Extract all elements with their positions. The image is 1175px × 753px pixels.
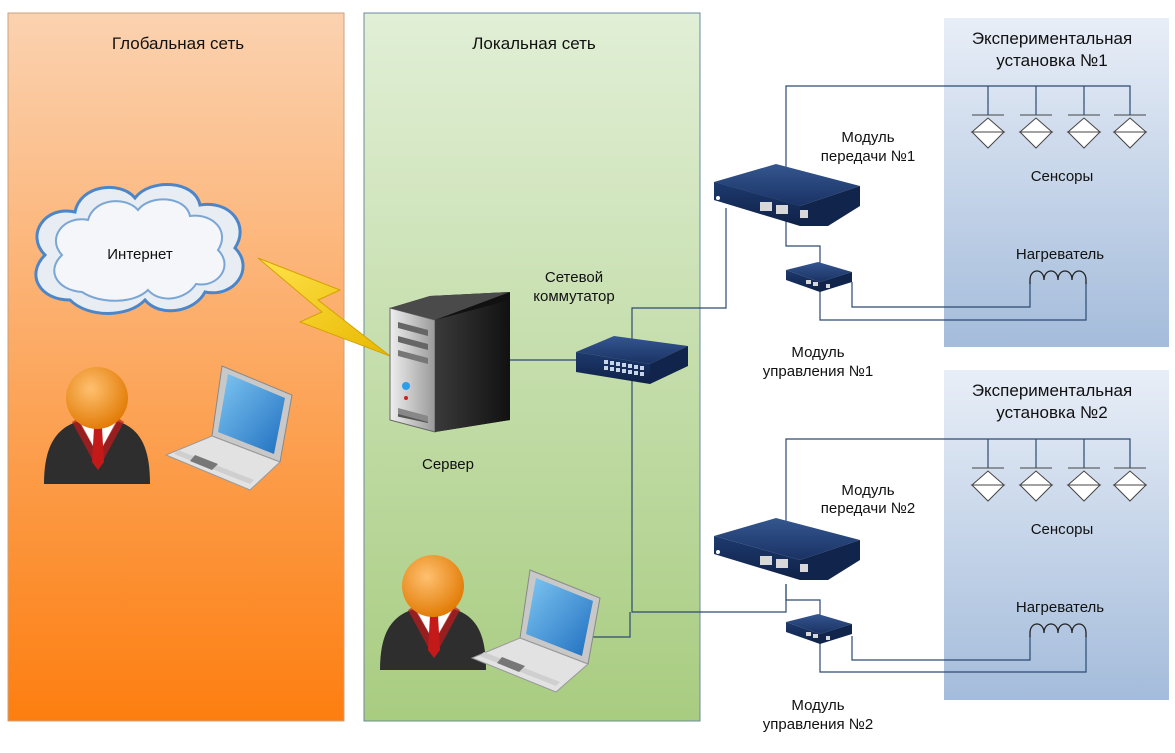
- transmission-module-2-label-line2: передачи №2: [821, 500, 915, 517]
- sensor-icon: [1112, 114, 1148, 149]
- switch-label-line2: коммутатор: [533, 288, 614, 305]
- heater-1-label: Нагреватель: [1016, 246, 1104, 263]
- setup-1-title-line1: Экспериментальная: [972, 29, 1132, 48]
- local-laptop-icon: [470, 569, 601, 693]
- control-module-1-icon: [786, 262, 852, 292]
- control-module-1-label-line1: Модуль: [791, 344, 844, 361]
- sensors-2-group: [970, 467, 1148, 502]
- transmission-module-1-label-line2: передачи №1: [821, 148, 915, 165]
- control-module-2-icon: [786, 614, 852, 644]
- remote-user-icon: [44, 367, 150, 484]
- sensor-icon: [970, 467, 1006, 502]
- global-network-zone: [7, 12, 345, 722]
- internet-cloud-icon: [34, 183, 245, 315]
- setup-2-title-line1: Экспериментальная: [972, 381, 1132, 400]
- setup-2-title-line2: установка №2: [996, 403, 1107, 422]
- heater-2-label: Нагреватель: [1016, 599, 1104, 616]
- setup-1-title-line2: установка №1: [996, 51, 1107, 70]
- network-switch-icon: [576, 336, 688, 384]
- local-network-title: Локальная сеть: [472, 34, 596, 53]
- internet-label: Интернет: [107, 246, 173, 263]
- transmission-module-1-icon: [714, 164, 860, 226]
- control-module-2-label-line1: Модуль: [791, 697, 844, 714]
- sensor-icon: [1018, 467, 1054, 502]
- transmission-module-2-icon: [714, 518, 860, 580]
- sensor-icon: [1066, 114, 1102, 149]
- sensors-2-label: Сенсоры: [1031, 521, 1094, 538]
- sensors-1-group: [970, 114, 1148, 149]
- network-wires: [510, 85, 1131, 673]
- transmission-module-2-label-line1: Модуль: [841, 482, 894, 499]
- server-label: Сервер: [422, 456, 474, 473]
- heater-1-coil-icon: [1029, 270, 1087, 284]
- heater-2-coil-icon: [1029, 623, 1087, 637]
- global-network-title: Глобальная сеть: [112, 34, 244, 53]
- local-user-icon: [380, 555, 486, 670]
- sensor-icon: [1112, 467, 1148, 502]
- server-icon: [389, 292, 510, 433]
- remote-laptop-icon: [164, 365, 293, 491]
- control-module-2-label-line2: управления №2: [763, 716, 873, 733]
- sensor-icon: [1018, 114, 1054, 149]
- sensor-icon: [970, 114, 1006, 149]
- sensors-1-label: Сенсоры: [1031, 168, 1094, 185]
- setup-1-zone: [944, 18, 1169, 347]
- control-module-1-label-line2: управления №1: [763, 363, 873, 380]
- switch-label-line1: Сетевой: [545, 269, 603, 286]
- setup-2-zone: [944, 370, 1169, 700]
- sensor-icon: [1066, 467, 1102, 502]
- transmission-module-1-label-line1: Модуль: [841, 129, 894, 146]
